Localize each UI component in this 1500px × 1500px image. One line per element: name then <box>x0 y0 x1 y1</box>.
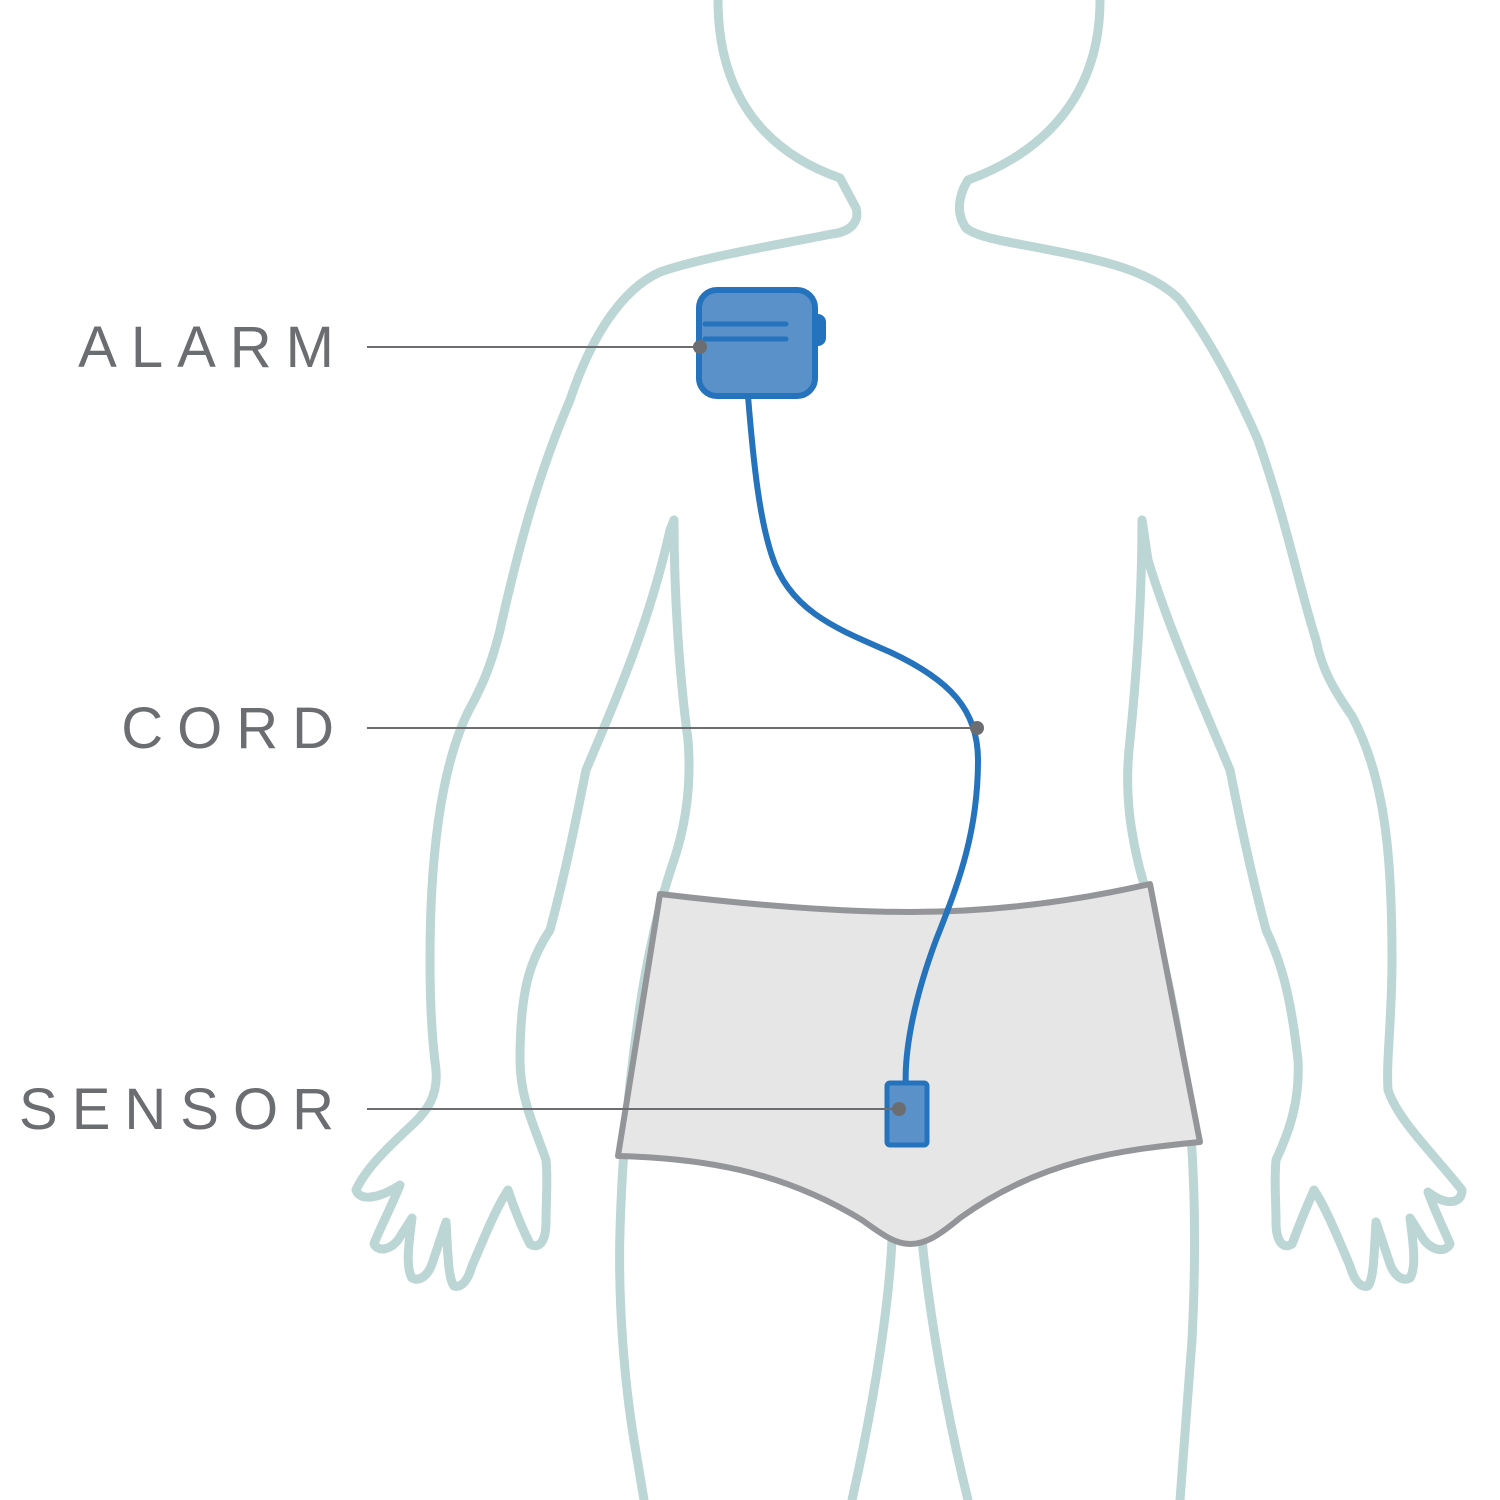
label-sensor: SENSOR <box>19 1077 348 1142</box>
label-alarm: ALARM <box>78 315 348 380</box>
sensor-device-icon <box>884 1080 930 1148</box>
leader-dot-sensor <box>892 1102 906 1116</box>
sensor-body <box>884 1080 930 1148</box>
leader-dot-alarm <box>693 340 707 354</box>
cord <box>745 393 982 1093</box>
label-sensor-group: SENSOR <box>19 1077 906 1142</box>
leader-dot-cord <box>970 721 984 735</box>
label-alarm-group: ALARM <box>78 315 707 380</box>
child-body-outline <box>351 0 1467 1500</box>
body-left-side <box>351 0 862 1291</box>
inner-left-leg <box>847 1235 897 1500</box>
label-cord: CORD <box>121 696 348 761</box>
alarm-body <box>696 287 818 399</box>
inner-right-leg <box>917 1235 973 1500</box>
body-right-side <box>955 0 1467 1291</box>
alarm-device-icon <box>696 287 826 399</box>
label-cord-group: CORD <box>121 696 984 761</box>
